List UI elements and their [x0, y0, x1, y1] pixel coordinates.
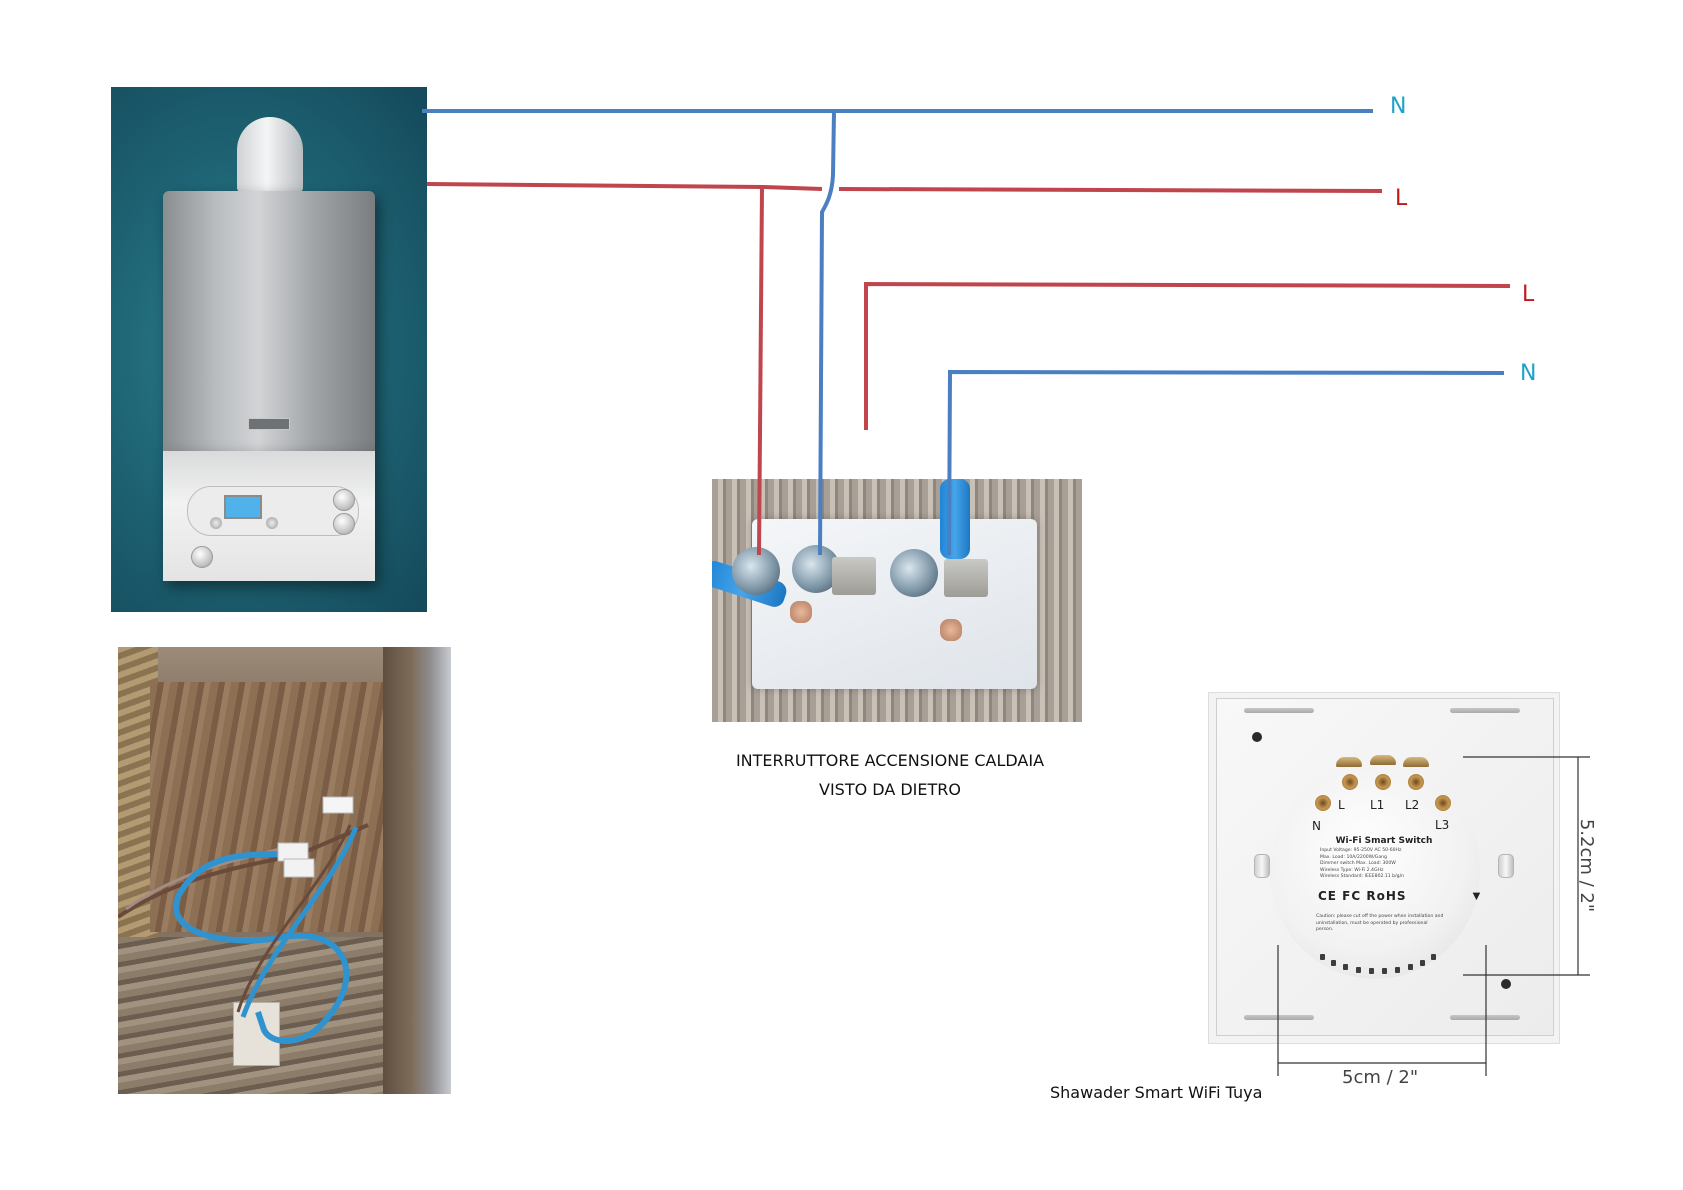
vent-slot [1420, 960, 1425, 966]
copper-wire-end [790, 601, 812, 623]
switch-spec-line: Dimmer switch Max. Load: 300W [1320, 861, 1396, 866]
caption-line-1: INTERRUTTORE ACCENSIONE CALDAIA [735, 751, 1045, 770]
terminal-label-l3: L3 [1435, 818, 1450, 832]
smart-switch-caption: Shawader Smart WiFi Tuya [1050, 1083, 1263, 1102]
smart-switch-image: N L L1 L2 L3 Wi-Fi Smart Switch Input Vo… [1208, 692, 1560, 1044]
switch-product-title: Wi-Fi Smart Switch [1335, 836, 1433, 846]
switch-photo-caption: INTERRUTTORE ACCENSIONE CALDAIA VISTO DA… [700, 746, 1080, 804]
screw-hole [1252, 732, 1262, 742]
boiler-controls [187, 486, 359, 536]
terminal-label-n: N [1312, 819, 1321, 833]
vent-slot [1320, 954, 1325, 960]
neutral-label-top: N [1390, 94, 1407, 119]
neutral-label-mid: N [1520, 361, 1537, 386]
boiler-display [224, 495, 262, 519]
terminal-screw [890, 549, 938, 597]
switch-spec-line: Input Voltage: 95-250V AC 50-60Hz [1320, 848, 1402, 853]
terminal-screw [1342, 774, 1358, 790]
terminal-bracket [944, 559, 988, 597]
screw-hole [1501, 979, 1511, 989]
width-dimension-label: 5cm / 2" [1342, 1067, 1419, 1088]
live-drop-wire [757, 186, 764, 556]
vent-slot [1382, 968, 1387, 974]
boiler-knob [333, 489, 355, 511]
existing-switch-photo [712, 479, 1082, 722]
switch-spec-line: Wireless Type: Wi-Fi 2.4GHz [1320, 867, 1384, 873]
terminal-screw [1375, 774, 1391, 790]
vent-slot [1331, 960, 1336, 966]
smart-live-wire [864, 281, 1511, 430]
terminal-screw [732, 547, 780, 595]
blue-cable [940, 479, 970, 559]
mount-slot [1450, 708, 1520, 713]
switch-spec-line: Max. Load: 10A/2200W/Gang [1320, 854, 1387, 860]
boiler-button [266, 517, 278, 529]
terminal-cap [1336, 757, 1362, 767]
vent-slot [1369, 968, 1374, 974]
vent-slot [1408, 964, 1413, 970]
mount-slot [1450, 1015, 1520, 1020]
live-label-top: L [1395, 186, 1408, 211]
boiler-button [210, 517, 222, 529]
certification-marks: CE FC RoHS [1318, 889, 1407, 903]
mount-clip [1254, 854, 1270, 878]
switch-caution-text: Caution: please cut off the power when i… [1316, 914, 1444, 932]
vent-slot [1395, 967, 1400, 973]
boiler-knob [333, 513, 355, 535]
box-right-wall [383, 647, 451, 1094]
vent-slot [1431, 954, 1436, 960]
boiler-pressure-gauge [191, 546, 213, 568]
terminal-cap [1370, 755, 1396, 765]
caption-line-2: VISTO DA DIETRO [819, 780, 961, 799]
smart-neutral-wire [947, 369, 1505, 556]
boiler-image [111, 87, 427, 612]
live-wire-main-right [838, 187, 1383, 193]
boiler-flue [237, 117, 303, 192]
box-cables [118, 796, 369, 1044]
vent-slot [1356, 967, 1361, 973]
terminal-label-l: L [1338, 798, 1345, 812]
switch-spec-line: Wireless Standard: IEEE802.11 b/g/n [1320, 874, 1405, 879]
mount-slot [1244, 708, 1314, 713]
terminal-screw [1408, 774, 1424, 790]
terminal-screw [1435, 795, 1451, 811]
terminal-label-l1: L1 [1370, 798, 1385, 812]
junction-box-photo [118, 647, 451, 1094]
neutral-drop-wire [818, 110, 836, 556]
terminal-cap [1403, 757, 1429, 767]
wifi-icon: ▼ [1470, 888, 1483, 903]
live-wire-main-left [426, 182, 823, 191]
mount-slot [1244, 1015, 1314, 1020]
terminal-bracket [832, 557, 876, 595]
copper-wire-end [940, 619, 962, 641]
boiler-casing [163, 191, 375, 451]
terminal-label-l2: L2 [1405, 798, 1420, 812]
box-back-wall [150, 682, 395, 932]
boiler-logo-badge [248, 418, 290, 430]
boiler-control-panel [163, 451, 375, 581]
terminal-screw [1315, 795, 1331, 811]
live-label-mid: L [1522, 282, 1535, 307]
vent-slot [1343, 964, 1348, 970]
mount-clip [1498, 854, 1514, 878]
